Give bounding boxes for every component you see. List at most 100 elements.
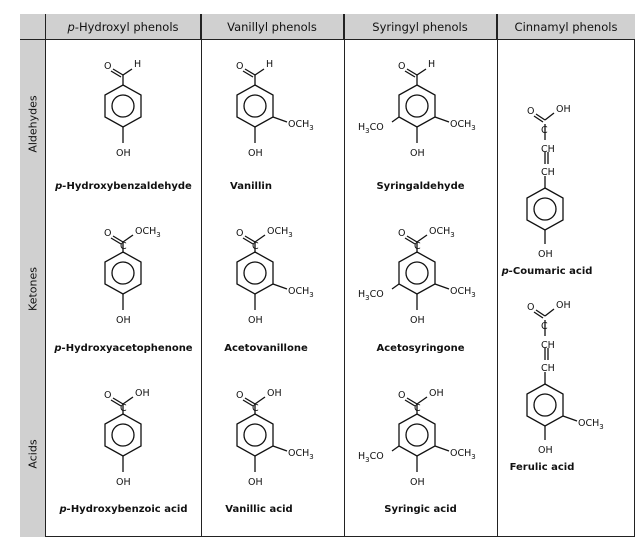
- compound-prefix: p-: [59, 504, 71, 515]
- column-header-prefix: p-: [67, 20, 79, 34]
- compound-name-p-hydroxyacetophenone: p-Hydroxyacetophenone: [46, 343, 201, 354]
- atom-label: O: [398, 390, 405, 401]
- atom-label: OH: [248, 315, 263, 326]
- atom-label: OH: [116, 477, 131, 488]
- column-header-label: Vanillyl phenols: [227, 20, 317, 34]
- atom-label: C: [541, 125, 548, 136]
- compound-name-ferulic-acid: Ferulic acid: [497, 462, 587, 473]
- atom-label: C: [120, 403, 127, 414]
- column-header-vanillyl: Vanillyl phenols: [201, 14, 344, 40]
- compound-name-vanillic-acid: Vanillic acid: [201, 504, 317, 515]
- atom-label-h3co: H3CO: [358, 451, 384, 464]
- compound-label: Acetovanillone: [224, 343, 308, 354]
- atom-label: OH: [116, 148, 131, 159]
- row-header-ketones: Ketones: [20, 208, 46, 370]
- atom-label: OH: [248, 148, 263, 159]
- atom-label: OH: [538, 249, 553, 260]
- compound-label: Syringic acid: [384, 504, 457, 515]
- atom-label: CH: [541, 167, 555, 178]
- atom-label-och3: OCH3: [135, 226, 161, 239]
- atom-label: OH: [556, 300, 571, 311]
- atom-label-och3: OCH3: [429, 226, 455, 239]
- atom-label-h3co: H3CO: [358, 289, 384, 302]
- atom-label-och3: OCH3: [267, 226, 293, 239]
- column-header-cinnamyl: Cinnamyl phenols: [497, 14, 635, 40]
- atom-label-och3: OCH3: [450, 286, 476, 299]
- compound-label: Acetosyringone: [376, 343, 465, 354]
- atom-label: C: [120, 241, 127, 252]
- compound-label: Syringaldehyde: [376, 181, 465, 192]
- compound-label: Hydroxybenzoic acid: [70, 504, 188, 515]
- atom-label-och3: OCH3: [450, 448, 476, 461]
- compound-label: Hydroxybenzaldehyde: [66, 181, 192, 192]
- column-header-label: Syringyl phenols: [372, 20, 468, 34]
- column-divider: [201, 14, 202, 537]
- atom-label: OH: [410, 477, 425, 488]
- compound-name-p-coumaric-acid: p-Coumaric acid: [497, 266, 597, 277]
- atom-label-och3: OCH3: [288, 286, 314, 299]
- column-header-label: Hydroxyl phenols: [78, 20, 179, 34]
- atom-label: OH: [248, 477, 263, 488]
- atom-label: OH: [267, 388, 282, 399]
- corner-cell: [20, 14, 46, 40]
- atom-label: H: [428, 59, 435, 70]
- column-divider: [497, 14, 498, 537]
- compound-label: Ferulic acid: [509, 462, 575, 473]
- atom-label: O: [104, 228, 111, 239]
- atom-label: H: [134, 59, 141, 70]
- atom-label: C: [414, 241, 421, 252]
- column-header-p-hydroxyl: p-Hydroxyl phenols: [46, 14, 201, 40]
- compound-name-vanillin: Vanillin: [201, 181, 301, 192]
- atom-label: OH: [116, 315, 131, 326]
- atom-label: O: [527, 302, 534, 313]
- compound-label: Vanillic acid: [225, 504, 293, 515]
- compound-label: Coumaric acid: [512, 266, 593, 277]
- atom-label: CH: [541, 144, 555, 155]
- compound-name-acetosyringone: Acetosyringone: [344, 343, 497, 354]
- compound-prefix: p-: [55, 181, 67, 192]
- atom-label: O: [236, 228, 243, 239]
- compound-name-p-hydroxybenzoic-acid: p-Hydroxybenzoic acid: [46, 504, 201, 515]
- atom-label-och3: OCH3: [288, 448, 314, 461]
- atom-label: C: [541, 321, 548, 332]
- atom-label: H: [266, 59, 273, 70]
- atom-label: O: [104, 390, 111, 401]
- column-header-label: Cinnamyl phenols: [514, 20, 618, 34]
- row-header-aldehydes: Aldehydes: [20, 40, 46, 208]
- row-header-acids: Acids: [20, 370, 46, 537]
- atom-label: C: [414, 403, 421, 414]
- atom-label: OH: [410, 148, 425, 159]
- compound-name-syringic-acid: Syringic acid: [344, 504, 497, 515]
- atom-label: OH: [538, 445, 553, 456]
- atom-label-och3: OCH3: [450, 119, 476, 132]
- atom-label: OH: [556, 104, 571, 115]
- atom-label: C: [252, 403, 259, 414]
- compound-label: Hydroxyacetophenone: [65, 343, 193, 354]
- atom-label: O: [398, 228, 405, 239]
- column-header-syringyl: Syringyl phenols: [344, 14, 497, 40]
- atom-label: O: [104, 61, 111, 72]
- atom-label: OH: [429, 388, 444, 399]
- atom-label: O: [236, 390, 243, 401]
- compound-name-p-hydroxybenzaldehyde: p-Hydroxybenzaldehyde: [46, 181, 201, 192]
- atom-label-och3: OCH3: [288, 119, 314, 132]
- atom-label: CH: [541, 340, 555, 351]
- atom-label: C: [252, 241, 259, 252]
- atom-label: OH: [135, 388, 150, 399]
- atom-label-h3co: H3CO: [358, 122, 384, 135]
- compound-prefix: p-: [54, 343, 66, 354]
- column-divider: [344, 14, 345, 537]
- atom-label: OH: [410, 315, 425, 326]
- atom-label: CH: [541, 363, 555, 374]
